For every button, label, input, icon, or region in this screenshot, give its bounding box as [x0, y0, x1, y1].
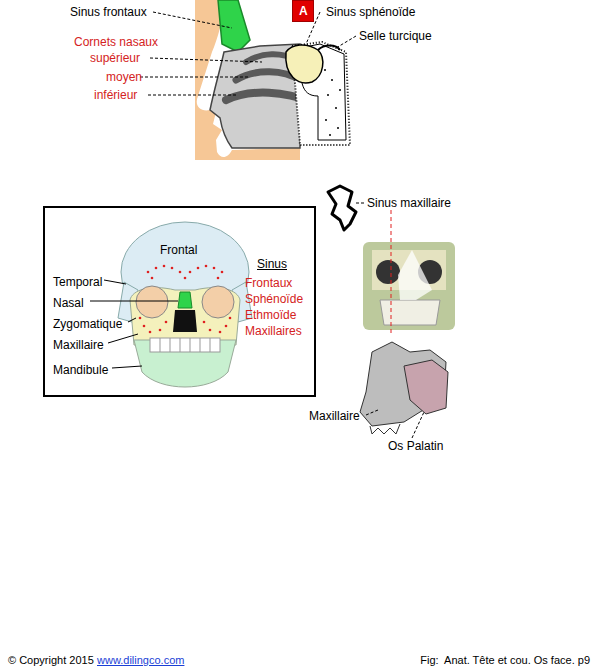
part-label: moyen — [106, 70, 142, 84]
section-badge: A — [292, 0, 314, 22]
part-label: Os Palatin — [388, 439, 443, 453]
part-label: Selle turcique — [359, 29, 432, 43]
maxilla-figures — [328, 186, 455, 438]
part-label: Mandibule — [53, 363, 108, 377]
part-label: Sinus sphénoïde — [326, 5, 415, 19]
sagittal-head — [195, 0, 350, 160]
leader-lines — [140, 12, 356, 95]
part-label: Sinus frontaux — [70, 5, 147, 19]
part-label: Maxillaire — [309, 409, 360, 423]
part-label: inférieur — [94, 88, 137, 102]
part-label: Sphénoïde — [245, 292, 303, 306]
part-label: Ethmoïde — [245, 308, 296, 322]
figure-caption: Fig: Anat. Tête et cou. Os face. p9 — [420, 653, 590, 667]
part-label: Zygomatique — [53, 317, 122, 331]
part-label: Nasal — [53, 296, 84, 310]
badge-letter: A — [299, 4, 308, 18]
skull-front — [118, 222, 252, 387]
part-label: Sinus maxillaire — [367, 196, 451, 210]
website-link: www.dilingco.com — [97, 653, 184, 667]
part-label: Frontaux — [245, 276, 292, 290]
part-label: Cornets nasaux — [74, 35, 158, 49]
part-label: Frontal — [160, 243, 197, 257]
copyright: © Copyright 2015 — [8, 653, 94, 667]
part-label: supérieur — [90, 51, 140, 65]
part-label: Maxillaires — [245, 324, 302, 338]
part-label: Temporal — [53, 275, 102, 289]
part-label: Sinus — [257, 257, 287, 271]
part-label: Maxillaire — [53, 338, 104, 352]
skull-inset-frame: FrontalTemporalNasalZygomatiqueMaxillair… — [43, 206, 316, 397]
